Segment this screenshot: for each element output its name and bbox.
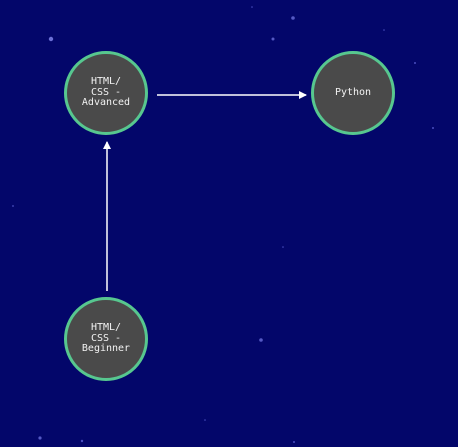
star: [293, 441, 295, 443]
star: [80, 439, 84, 443]
node-html-css-advanced[interactable]: HTML/ CSS - Advanced: [64, 51, 148, 135]
node-label: Python: [334, 86, 372, 98]
star: [48, 36, 54, 42]
star: [432, 127, 434, 129]
star: [282, 246, 284, 248]
star: [38, 436, 42, 440]
star: [291, 16, 295, 20]
star: [12, 205, 14, 207]
star: [251, 6, 253, 8]
node-html-css-beginner[interactable]: HTML/ CSS - Beginner: [64, 297, 148, 381]
star: [204, 419, 206, 421]
node-label: HTML/ CSS - Beginner: [81, 322, 131, 355]
node-python[interactable]: Python: [311, 51, 395, 135]
star: [259, 338, 263, 342]
star: [271, 37, 275, 41]
node-label: HTML/ CSS - Advanced: [81, 76, 131, 109]
star: [383, 29, 385, 31]
star: [414, 62, 416, 64]
